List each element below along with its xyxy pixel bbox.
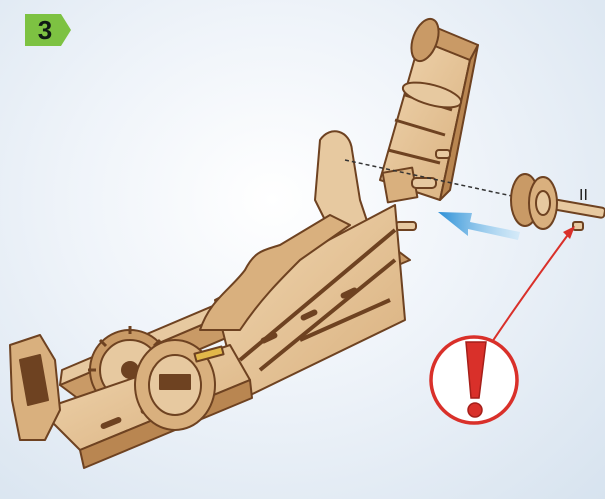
part-label: II: [579, 187, 588, 204]
wooden-mechanism: [10, 15, 478, 468]
insert-direction-arrow: [438, 212, 520, 240]
warning-callout: [431, 226, 575, 423]
axle-wheel-part: [511, 174, 605, 230]
